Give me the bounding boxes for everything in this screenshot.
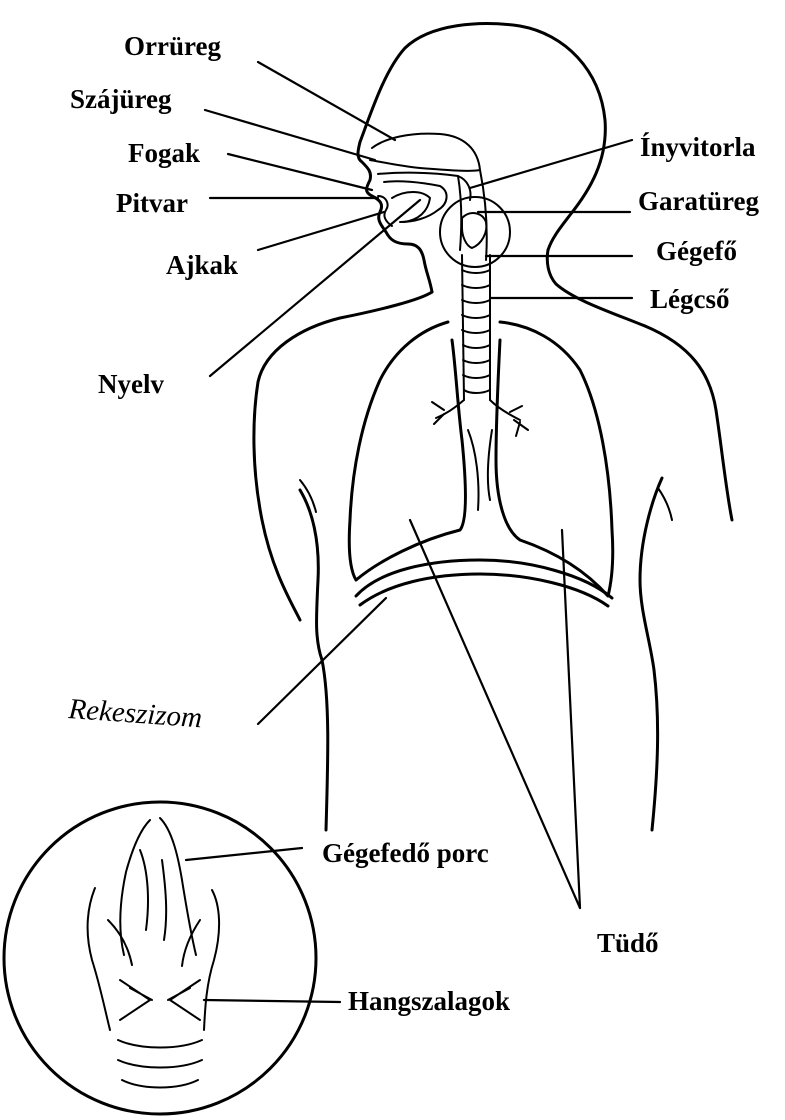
- label-nasal-cavity: Orrüreg: [124, 31, 221, 61]
- oral-cavity-shape: [384, 181, 447, 222]
- label-pharynx: Garatüreg: [638, 186, 759, 216]
- palate-line: [378, 173, 471, 200]
- label-teeth: Fogak: [128, 138, 200, 168]
- bronchi: [432, 400, 528, 436]
- vocal-cord-shapes: [120, 980, 200, 1020]
- left-lung: [349, 322, 465, 580]
- label-vestibule: Pitvar: [116, 188, 188, 218]
- label-epiglottis: Gégefedő porc: [322, 838, 489, 868]
- left-side: [254, 382, 300, 620]
- label-oral-cavity: Szájüreg: [70, 84, 172, 114]
- label-trachea: Légcső: [650, 284, 729, 314]
- cartilage-left: [88, 888, 110, 1030]
- label-lips: Ajkak: [166, 250, 238, 280]
- cartilage-right: [204, 890, 219, 1030]
- trachea: [462, 255, 490, 400]
- right-torso: [640, 478, 662, 830]
- epiglottis-shape: [120, 818, 196, 955]
- label-tongue: Nyelv: [98, 369, 164, 399]
- label-vocal-cords: Hangszalagok: [348, 986, 510, 1016]
- neck-front-shoulder: [258, 292, 432, 382]
- mediastinum: [468, 430, 492, 510]
- neck-back: [547, 250, 645, 326]
- larynx-detail: [462, 213, 486, 248]
- right-lung: [496, 322, 613, 596]
- right-armpit: [658, 488, 672, 520]
- label-larynx: Gégefő: [656, 236, 737, 266]
- label-soft-palate: Ínyvitorla: [640, 132, 756, 162]
- nasal-cavity-shape: [370, 134, 480, 171]
- trachea-rings-inset: [118, 1040, 202, 1088]
- label-lungs: Tüdő: [597, 928, 659, 958]
- label-diaphragm: Rekeszizom: [67, 693, 204, 734]
- larynx-inset: [4, 802, 316, 1114]
